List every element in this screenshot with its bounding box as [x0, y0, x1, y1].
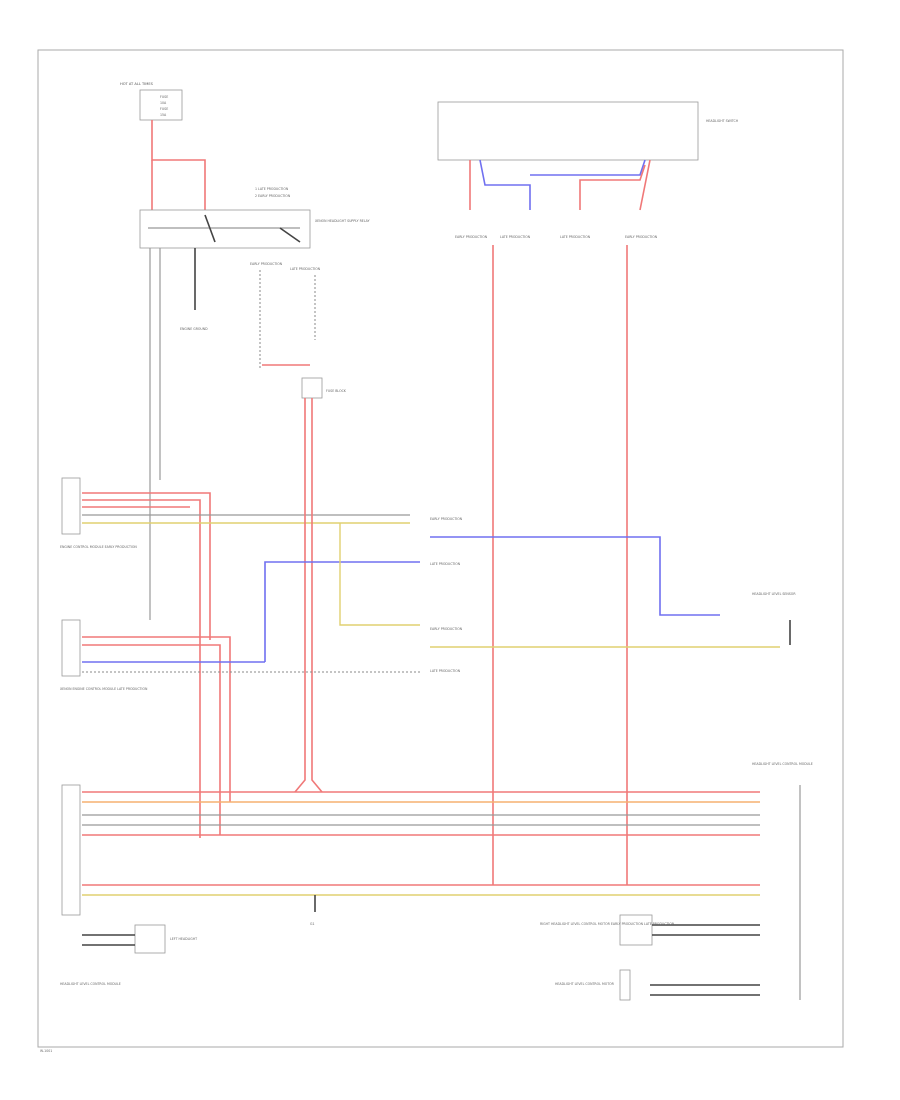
- relay-name: XENON HEADLIGHT SUPPLY RELAY: [315, 219, 370, 223]
- left-headlight-label: LEFT HEADLIGHT: [170, 937, 197, 941]
- fuse-block-label: FUSE BLOCK: [326, 389, 347, 393]
- wire-ecm2-b: [82, 644, 221, 835]
- late-prod-c2: LATE PRODUCTION: [430, 669, 461, 673]
- relay-note-2: 2 EARLY PRODUCTION: [255, 194, 291, 198]
- early-prod-r2: EARLY PRODUCTION: [625, 235, 658, 239]
- late-prod-c1: LATE PRODUCTION: [430, 562, 461, 566]
- ground-point-label: G1: [310, 922, 315, 926]
- wire-switch-blue-2: [530, 159, 646, 176]
- ecm-early: ENGINE CONTROL MODULE EARLY PRODUCTION: [60, 477, 137, 549]
- right-level-motor: HEADLIGHT LEVEL CONTROL MOTOR: [555, 969, 760, 1001]
- wire-switch-blue: [479, 159, 531, 210]
- fuse-line-2: 10A: [160, 101, 167, 105]
- ecm-late: XENON ENGINE CONTROL MODULE LATE PRODUCT…: [60, 619, 148, 691]
- fuse-box: HOT AT ALL TIMES FUSE 10A FUSE 15A: [120, 82, 183, 121]
- wire-ecm1-a: [82, 492, 211, 640]
- left-headlight: LEFT HEADLIGHT: [82, 924, 197, 954]
- fuse-line-1: FUSE: [160, 95, 168, 99]
- relay-note-1: 1 LATE PRODUCTION: [255, 187, 289, 191]
- wire-yellow-center: [339, 523, 420, 626]
- headlight-switch-top: HEADLIGHT SWITCH: [437, 101, 739, 161]
- fuse-line-4: 15A: [160, 113, 167, 117]
- headlight-level-sensor: HEADLIGHT LEVEL SENSOR: [752, 592, 796, 645]
- wire-switch-far-right: [639, 159, 651, 211]
- early-prod-c2: EARLY PRODUCTION: [430, 627, 463, 631]
- late-prod-r1: LATE PRODUCTION: [500, 235, 531, 239]
- right-headlight: RIGHT HEADLIGHT LEVEL CONTROL MOTOR EARL…: [540, 914, 760, 946]
- fuse-block: FUSE BLOCK: [301, 377, 347, 399]
- headlight-level-module-left: HEADLIGHT LEVEL CONTROL MODULE: [60, 784, 121, 986]
- headlight-switch-label: HEADLIGHT SWITCH: [706, 119, 739, 123]
- footer-code: W-1001: [40, 1049, 52, 1053]
- right-headlight-label: RIGHT HEADLIGHT LEVEL CONTROL MOTOR EARL…: [540, 922, 675, 926]
- relay-box: 1 LATE PRODUCTION 2 EARLY PRODUCTION XEN…: [139, 187, 370, 249]
- ecm-early-label: ENGINE CONTROL MODULE EARLY PRODUCTION: [60, 545, 137, 549]
- wire-switch-right: [579, 164, 646, 210]
- fuse-box-title: HOT AT ALL TIMES: [120, 82, 154, 86]
- headlight-level-module-right: HEADLIGHT LEVEL CONTROL MODULE: [752, 762, 813, 766]
- module-left-label: HEADLIGHT LEVEL CONTROL MODULE: [60, 982, 121, 986]
- module-right-label: HEADLIGHT LEVEL CONTROL MODULE: [752, 762, 813, 766]
- early-prod-c1: EARLY PRODUCTION: [430, 517, 463, 521]
- wire-blue-right: [430, 536, 720, 616]
- early-prod-top: EARLY PRODUCTION: [250, 262, 283, 266]
- ecm-late-label: XENON ENGINE CONTROL MODULE LATE PRODUCT…: [60, 687, 148, 691]
- ground-label: ENGINE GROUND: [180, 327, 208, 331]
- right-level-motor-label: HEADLIGHT LEVEL CONTROL MOTOR: [555, 982, 615, 986]
- diagram-frame: [37, 49, 844, 1048]
- late-prod-top: LATE PRODUCTION: [290, 267, 321, 271]
- wire-blue-center: [264, 561, 420, 662]
- wire-fuse-to-relay-1: [151, 120, 206, 210]
- wire-ecm1-b: [82, 499, 201, 838]
- fuse-line-3: FUSE: [160, 107, 168, 111]
- wire-ecm2-a: [82, 636, 231, 802]
- early-prod-r1: EARLY PRODUCTION: [455, 235, 488, 239]
- sensor-label: HEADLIGHT LEVEL SENSOR: [752, 592, 796, 596]
- wire-fuse-block-down-2: [311, 398, 323, 793]
- wire-fuse-block-down: [294, 398, 306, 793]
- late-prod-r2: LATE PRODUCTION: [560, 235, 591, 239]
